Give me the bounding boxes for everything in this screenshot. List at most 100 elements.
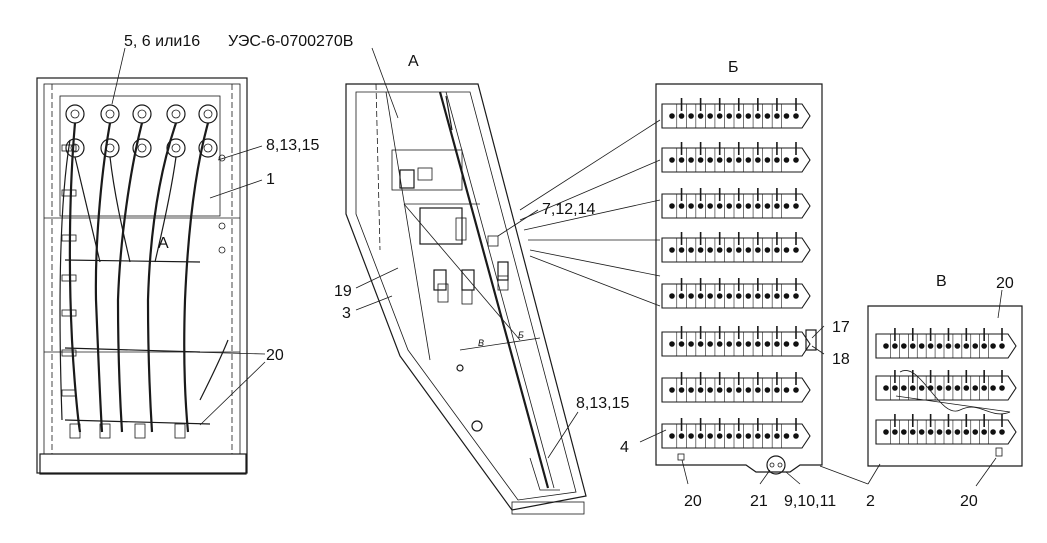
terminal-screw xyxy=(726,387,733,393)
terminal-screw xyxy=(745,387,752,393)
terminal-screw xyxy=(755,293,761,299)
terminal-screw xyxy=(945,385,952,391)
wire-harness xyxy=(59,122,229,433)
terminal-block-row xyxy=(661,98,811,129)
terminal-screw xyxy=(688,387,694,393)
callout-9-10-11: 9,10,11 xyxy=(784,493,836,510)
terminal-screw xyxy=(972,385,979,391)
terminal-screw xyxy=(981,343,987,349)
terminal-screw xyxy=(972,343,979,349)
terminal-screw xyxy=(909,343,916,349)
terminal-screw xyxy=(755,203,761,209)
terminal-block-outline xyxy=(661,103,811,129)
terminal-screw xyxy=(697,433,704,439)
terminal-screw xyxy=(793,293,799,299)
terminal-screw xyxy=(726,157,733,163)
callout-17: 17 xyxy=(832,319,850,336)
terminal-screw xyxy=(783,247,790,253)
terminal-screw xyxy=(707,157,713,163)
terminal-block-outline xyxy=(661,237,811,263)
terminal-block-row xyxy=(875,328,1017,359)
terminal-screw xyxy=(678,203,685,209)
terminal-screw xyxy=(688,113,694,119)
terminal-screw xyxy=(764,157,771,163)
terminal-screw xyxy=(707,247,713,253)
terminal-screw xyxy=(764,433,771,439)
terminal-screw xyxy=(707,387,713,393)
terminal-screw xyxy=(745,293,752,299)
terminal-block-row xyxy=(875,370,1017,401)
terminal-screw xyxy=(892,343,898,349)
terminal-block-row xyxy=(661,232,811,263)
terminal-screw xyxy=(918,429,925,435)
terminal-screw xyxy=(936,385,943,391)
terminal-block-outline xyxy=(875,333,1017,359)
view-v-title: В xyxy=(936,273,947,290)
terminal-screw xyxy=(936,429,943,435)
terminal-screw xyxy=(716,247,723,253)
terminal-screw xyxy=(697,341,704,347)
terminal-screw xyxy=(793,203,799,209)
terminal-screw xyxy=(726,247,733,253)
terminal-screw xyxy=(745,113,752,119)
leader-lines-left xyxy=(111,47,266,426)
callout-21: 21 xyxy=(750,493,768,510)
terminal-screw xyxy=(688,203,694,209)
callout-20-b: 20 xyxy=(684,493,702,510)
terminal-screw xyxy=(909,429,916,435)
terminal-screw xyxy=(716,157,723,163)
terminal-screw xyxy=(669,387,675,393)
terminal-screw xyxy=(726,433,733,439)
terminal-screw xyxy=(707,433,713,439)
terminal-screw xyxy=(963,343,970,349)
callout-18: 18 xyxy=(832,351,850,368)
callout-20-left: 20 xyxy=(266,347,284,364)
terminal-screw xyxy=(678,293,685,299)
terminal-screw xyxy=(783,341,790,347)
terminal-screw xyxy=(755,113,761,119)
terminal-block-outline xyxy=(661,283,811,309)
terminal-screw xyxy=(901,429,907,435)
terminal-screw xyxy=(735,387,742,393)
terminal-screw xyxy=(735,203,742,209)
terminal-screw xyxy=(783,293,790,299)
connector-glands xyxy=(65,104,218,158)
callout-2: 2 xyxy=(866,493,875,510)
view-b-drawing: Б xyxy=(655,59,823,475)
part-number: УЭС-6-0700270В xyxy=(228,33,353,50)
terminal-screw xyxy=(678,157,685,163)
callout-20-v-top: 20 xyxy=(996,275,1014,292)
terminal-screw xyxy=(774,203,780,209)
terminal-block-outline xyxy=(661,193,811,219)
terminal-screw xyxy=(716,433,723,439)
cabinet-view xyxy=(36,77,248,475)
terminal-screw xyxy=(954,429,961,435)
terminal-screw xyxy=(669,247,675,253)
terminal-screw xyxy=(936,343,943,349)
view-a-drawing: А В Б xyxy=(345,53,587,515)
terminal-screw xyxy=(735,247,742,253)
terminal-screw xyxy=(774,293,780,299)
terminal-block-outline xyxy=(661,377,811,403)
terminal-screw xyxy=(774,113,780,119)
terminal-screw xyxy=(990,343,996,349)
terminal-screw xyxy=(774,247,780,253)
terminal-screw xyxy=(954,343,961,349)
terminal-block-row xyxy=(661,418,811,449)
terminal-screw xyxy=(764,247,771,253)
terminal-screw xyxy=(918,385,925,391)
terminal-screw xyxy=(793,113,799,119)
terminal-screw xyxy=(999,429,1005,435)
callout-19: 19 xyxy=(334,283,352,300)
terminal-screw xyxy=(697,157,704,163)
view-a-title: А xyxy=(408,53,419,70)
terminal-screw xyxy=(745,203,752,209)
terminal-screw xyxy=(688,341,694,347)
small-b-mark: Б xyxy=(518,330,524,340)
terminal-screw xyxy=(783,387,790,393)
terminal-screw xyxy=(726,293,733,299)
terminal-screw xyxy=(755,387,761,393)
terminal-screw xyxy=(793,433,799,439)
terminal-screw xyxy=(707,203,713,209)
